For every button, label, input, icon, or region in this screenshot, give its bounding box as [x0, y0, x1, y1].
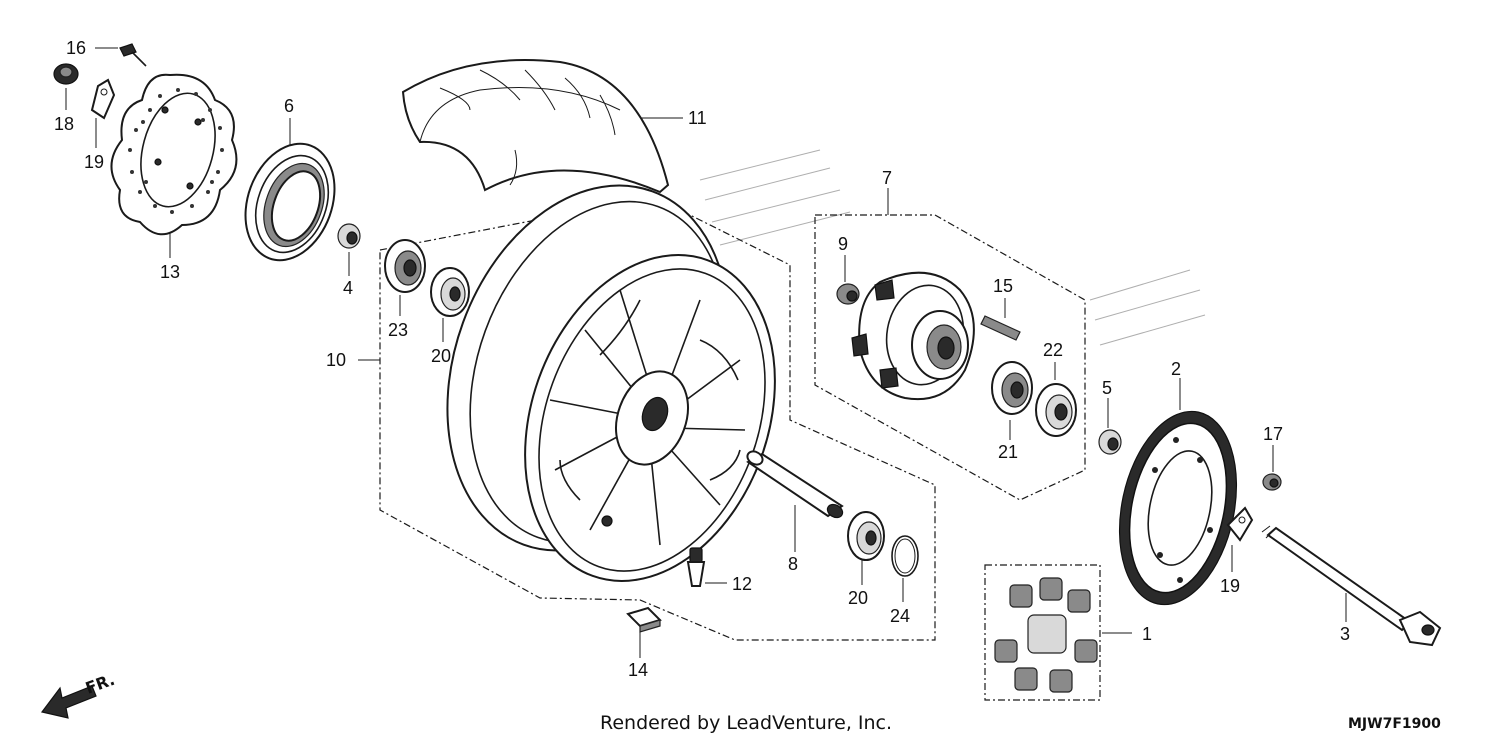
collar-8 [746, 450, 844, 519]
brake-disc [110, 73, 238, 236]
callout-9: 9 [838, 234, 848, 254]
sprocket-2 [1118, 410, 1238, 606]
bracket-19-right [1226, 506, 1254, 542]
callout-12: 12 [732, 574, 752, 594]
callout-5: 5 [1102, 378, 1112, 398]
valve-12 [686, 547, 706, 587]
callout-8: 8 [788, 554, 798, 574]
collar-4 [337, 223, 361, 249]
bracket-19-left [90, 78, 116, 120]
callout-2: 2 [1171, 359, 1181, 379]
callout-13: 13 [160, 262, 180, 282]
hatch-shading [699, 149, 1206, 346]
direction-label: FR. [83, 670, 117, 698]
callout-18: 18 [54, 114, 74, 134]
bearing-23 [384, 239, 426, 293]
stud-15 [980, 315, 1021, 341]
diagram-code: MJW7F1900 [1348, 716, 1441, 732]
callout-19-left: 19 [84, 152, 104, 172]
callout-21: 21 [998, 442, 1018, 462]
credit-text: Rendered by LeadVenture, Inc. [600, 712, 893, 734]
callout-11: 11 [688, 108, 707, 128]
damper-1 [994, 577, 1098, 693]
callout-19-right: 19 [1220, 576, 1240, 596]
collar-5 [1098, 429, 1122, 455]
callout-20-left: 20 [431, 346, 451, 366]
callout-14: 14 [628, 660, 648, 680]
weight-14 [626, 606, 662, 633]
tire [401, 59, 670, 194]
callout-6: 6 [284, 96, 294, 116]
callout-20-right: 20 [848, 588, 868, 608]
callout-4: 4 [343, 278, 353, 298]
bearing-21 [991, 361, 1033, 415]
bolt-16 [119, 43, 147, 67]
group-outlines [379, 189, 1101, 701]
bearing-20-right [847, 511, 885, 561]
flange-7 [851, 271, 975, 401]
axle-3 [1261, 525, 1442, 647]
nut-18 [53, 63, 79, 85]
callout-22: 22 [1043, 340, 1063, 360]
callout-10: 10 [326, 350, 346, 370]
callout-24: 24 [890, 606, 910, 626]
callout-1: 1 [1142, 624, 1152, 644]
wheel [446, 184, 776, 582]
bearing-22 [1035, 383, 1077, 437]
bearing-20-left [430, 267, 470, 317]
callout-23: 23 [388, 320, 408, 340]
callout-15: 15 [993, 276, 1013, 296]
front-direction-arrow: FR. [40, 670, 117, 719]
circlip-24 [891, 535, 919, 577]
callout-7: 7 [882, 168, 892, 188]
callout-labels: 1 2 3 4 5 6 7 8 9 10 11 12 13 14 15 16 1… [54, 38, 1350, 680]
nut-17 [1262, 473, 1282, 491]
callout-17: 17 [1263, 424, 1283, 444]
seal-6 [244, 142, 336, 262]
nut-9 [836, 283, 860, 305]
callout-16: 16 [66, 38, 86, 58]
callout-3: 3 [1340, 624, 1350, 644]
